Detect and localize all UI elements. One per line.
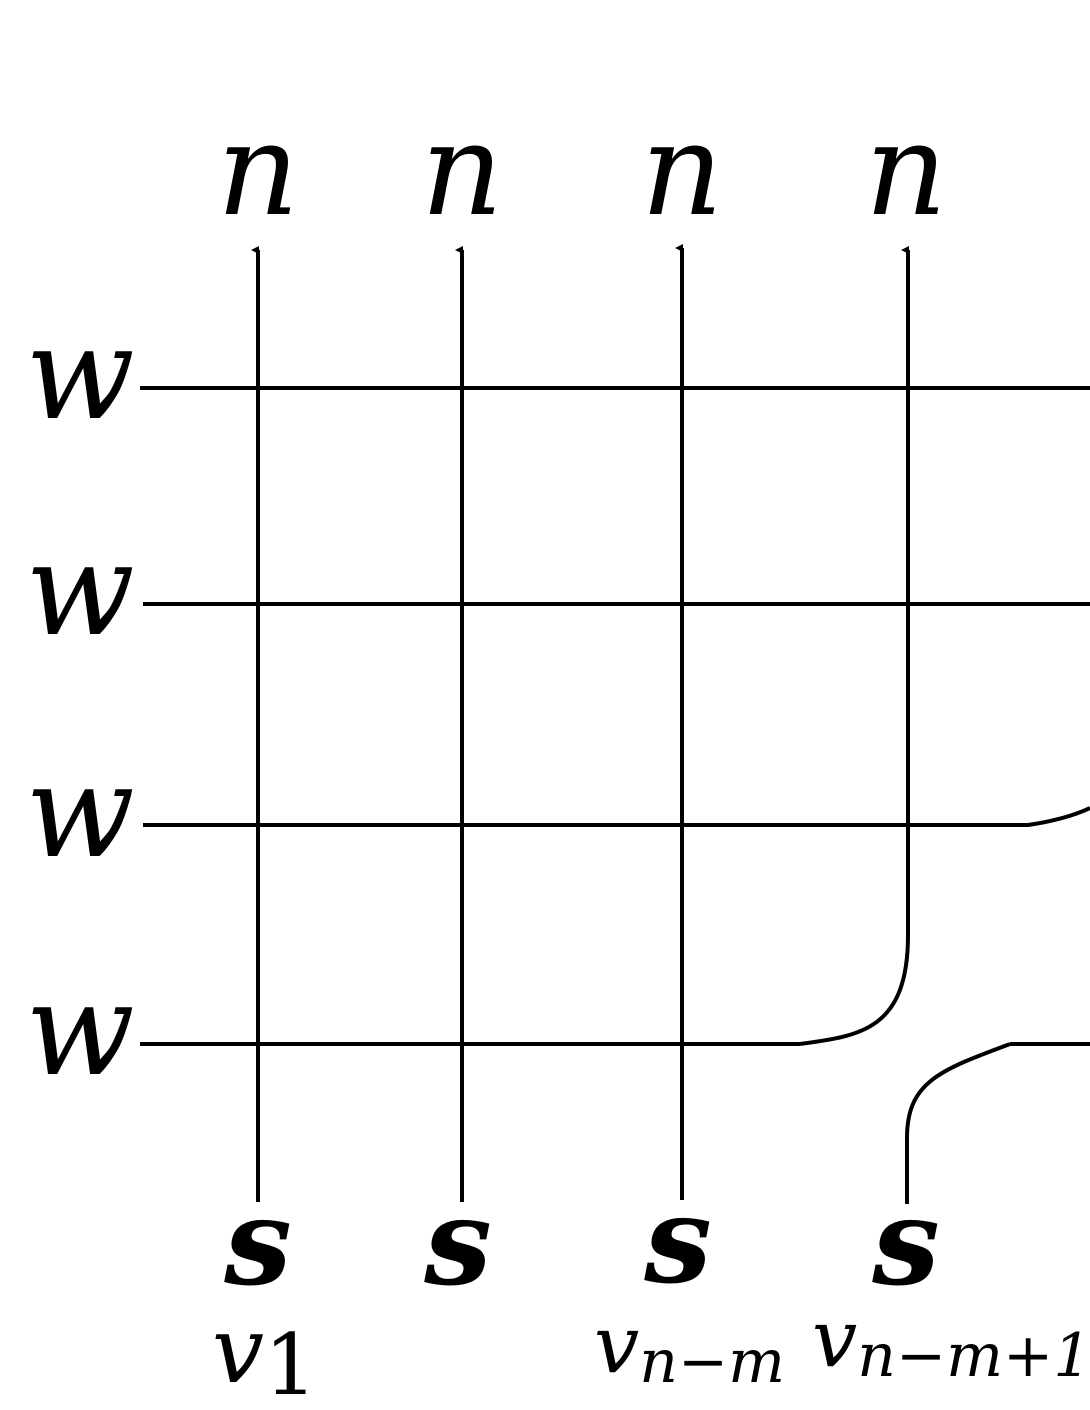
top-label-1: n <box>217 96 299 245</box>
curved-path-from-source-4 <box>905 1042 1011 1204</box>
top-label-3: n <box>641 96 723 245</box>
row-label-3: w <box>25 738 135 887</box>
source-label-4: s <box>871 1172 940 1313</box>
top-label-4: n <box>865 96 947 245</box>
vertex-label-1: v1 <box>212 1297 317 1410</box>
row-label-2: w <box>25 516 135 665</box>
top-label-2: n <box>421 96 503 245</box>
vertex-label-n-minus-m: vn−m <box>594 1298 785 1397</box>
source-label-1: s <box>223 1172 292 1313</box>
source-label-3: s <box>643 1170 712 1311</box>
row-label-1: w <box>25 300 135 449</box>
row-label-4: w <box>25 956 135 1105</box>
curved-path-to-column-4 <box>799 246 910 1046</box>
horizontal-line-3 <box>143 806 1090 827</box>
vertex-label-n-minus-m-plus-1: vn−m+1 <box>812 1292 1090 1391</box>
source-label-2: s <box>423 1172 492 1313</box>
